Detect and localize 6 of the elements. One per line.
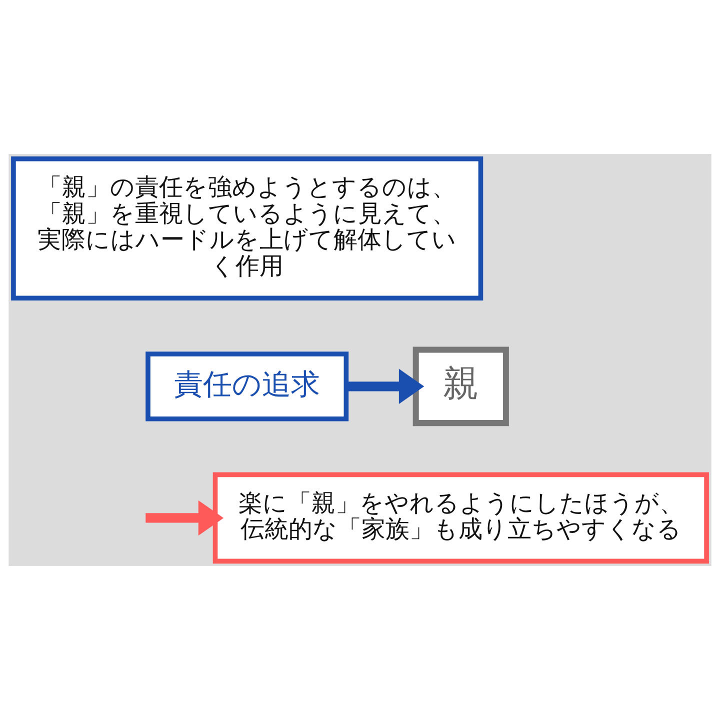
node-box: 楽に「親」をやれるようにしたほうが、伝統的な「家族」も成り立ちやすくなる <box>212 472 709 564</box>
node-box: 親 <box>412 346 509 426</box>
arrow <box>146 500 224 536</box>
arrow <box>346 368 424 404</box>
node-box: 責任の追求 <box>146 352 349 422</box>
node-box: 「親」の責任を強めようとするのは、「親」を重視しているように見えて、実際にはハードルを上げて解体していく作用 <box>11 156 484 301</box>
